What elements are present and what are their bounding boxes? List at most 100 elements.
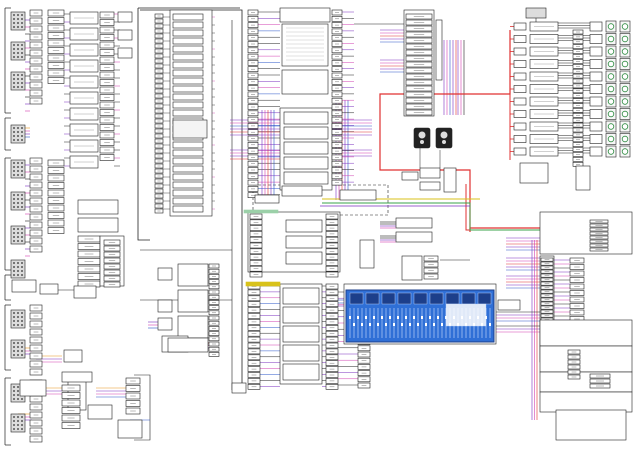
speaker-icon bbox=[10, 225, 26, 245]
speaker-driver bbox=[21, 416, 23, 418]
console-fader bbox=[381, 316, 383, 319]
speaker-cone bbox=[607, 73, 615, 80]
console-screen bbox=[445, 292, 460, 305]
speaker-cone bbox=[607, 98, 615, 105]
speaker-driver bbox=[13, 232, 15, 234]
speaker-driver bbox=[17, 346, 19, 348]
processor-slot bbox=[172, 45, 204, 53]
processor-slot bbox=[172, 173, 204, 181]
console-fader bbox=[357, 316, 359, 319]
speaker-driver bbox=[21, 162, 23, 164]
speaker-driver bbox=[13, 236, 15, 238]
receiver-device bbox=[525, 7, 547, 19]
speaker-driver bbox=[21, 274, 23, 276]
console-screen bbox=[381, 292, 396, 305]
box bbox=[254, 194, 280, 204]
speaker-driver bbox=[17, 194, 19, 196]
speaker-cone bbox=[621, 148, 629, 155]
io-box bbox=[11, 279, 37, 293]
connector bbox=[589, 46, 603, 57]
module bbox=[177, 263, 209, 287]
speaker-driver bbox=[17, 170, 19, 172]
box bbox=[39, 283, 59, 295]
rack-card bbox=[282, 344, 320, 362]
amp-port bbox=[513, 135, 527, 143]
processor-slot bbox=[172, 205, 204, 213]
speaker-driver bbox=[17, 26, 19, 28]
console-screen bbox=[429, 292, 444, 305]
speaker-cone bbox=[621, 123, 629, 130]
speaker-driver bbox=[17, 354, 19, 356]
speaker-driver bbox=[21, 131, 23, 133]
matrix-card bbox=[283, 111, 329, 125]
speaker-driver bbox=[13, 386, 15, 388]
speaker-driver bbox=[17, 398, 19, 400]
speaker-driver bbox=[17, 240, 19, 242]
processor-slot bbox=[172, 69, 204, 77]
speaker-driver bbox=[21, 228, 23, 230]
console-fader bbox=[437, 316, 439, 319]
amp-port bbox=[513, 72, 527, 81]
speaker-driver bbox=[21, 316, 23, 318]
speaker-driver bbox=[13, 166, 15, 168]
speaker-cone bbox=[607, 23, 615, 30]
processor-slot bbox=[172, 157, 204, 165]
console-fader bbox=[441, 323, 443, 326]
speaker-driver bbox=[17, 424, 19, 426]
dsp-block bbox=[77, 199, 119, 215]
speaker-driver bbox=[17, 416, 19, 418]
speaker-driver bbox=[17, 236, 19, 238]
speaker-driver bbox=[17, 420, 19, 422]
panel-right-mid bbox=[539, 319, 633, 347]
console-screen bbox=[397, 292, 412, 305]
speaker-driver bbox=[17, 82, 19, 84]
speaker-cone bbox=[607, 110, 615, 118]
speaker-driver bbox=[17, 428, 19, 430]
speaker-driver bbox=[21, 424, 23, 426]
matrix-card bbox=[283, 141, 329, 155]
console-screen bbox=[413, 292, 428, 305]
amp-port bbox=[513, 122, 527, 131]
speaker-driver bbox=[13, 78, 15, 80]
processor-slot bbox=[172, 53, 204, 61]
speaker-driver bbox=[21, 44, 23, 46]
speaker-driver bbox=[17, 342, 19, 344]
connector bbox=[589, 71, 603, 82]
speaker-driver bbox=[13, 394, 15, 396]
processor-special bbox=[172, 119, 208, 139]
rack-card bbox=[282, 325, 320, 343]
console-center-display bbox=[445, 303, 487, 327]
box bbox=[359, 239, 375, 269]
console-fader bbox=[369, 323, 371, 326]
switch-card bbox=[285, 251, 323, 265]
speaker-cone bbox=[607, 35, 615, 43]
speaker-driver bbox=[17, 270, 19, 272]
monitor-woofer bbox=[420, 140, 424, 144]
speaker-driver bbox=[21, 320, 23, 322]
panel-right-bottom2 bbox=[539, 391, 633, 413]
highlight-bar bbox=[243, 209, 279, 214]
box bbox=[497, 299, 521, 311]
console-fader bbox=[393, 323, 395, 326]
speaker-driver bbox=[13, 127, 15, 129]
speaker-driver bbox=[21, 428, 23, 430]
speaker-driver bbox=[21, 26, 23, 28]
speaker-driver bbox=[17, 202, 19, 204]
speaker-driver bbox=[13, 131, 15, 133]
processor-slot bbox=[172, 149, 204, 157]
router bbox=[281, 23, 329, 67]
processor-slot bbox=[172, 77, 204, 85]
speaker-cone bbox=[621, 35, 629, 43]
processor-slot bbox=[172, 165, 204, 173]
speaker-driver bbox=[17, 166, 19, 168]
speaker-driver bbox=[21, 266, 23, 268]
console-fader bbox=[429, 316, 431, 319]
speaker-driver bbox=[17, 52, 19, 54]
speaker-driver bbox=[17, 394, 19, 396]
panel-right-bottom bbox=[539, 371, 633, 393]
speaker-driver bbox=[21, 312, 23, 314]
box bbox=[519, 162, 549, 184]
connector bbox=[589, 121, 603, 132]
speaker-driver bbox=[21, 206, 23, 208]
amp-port bbox=[513, 22, 527, 31]
